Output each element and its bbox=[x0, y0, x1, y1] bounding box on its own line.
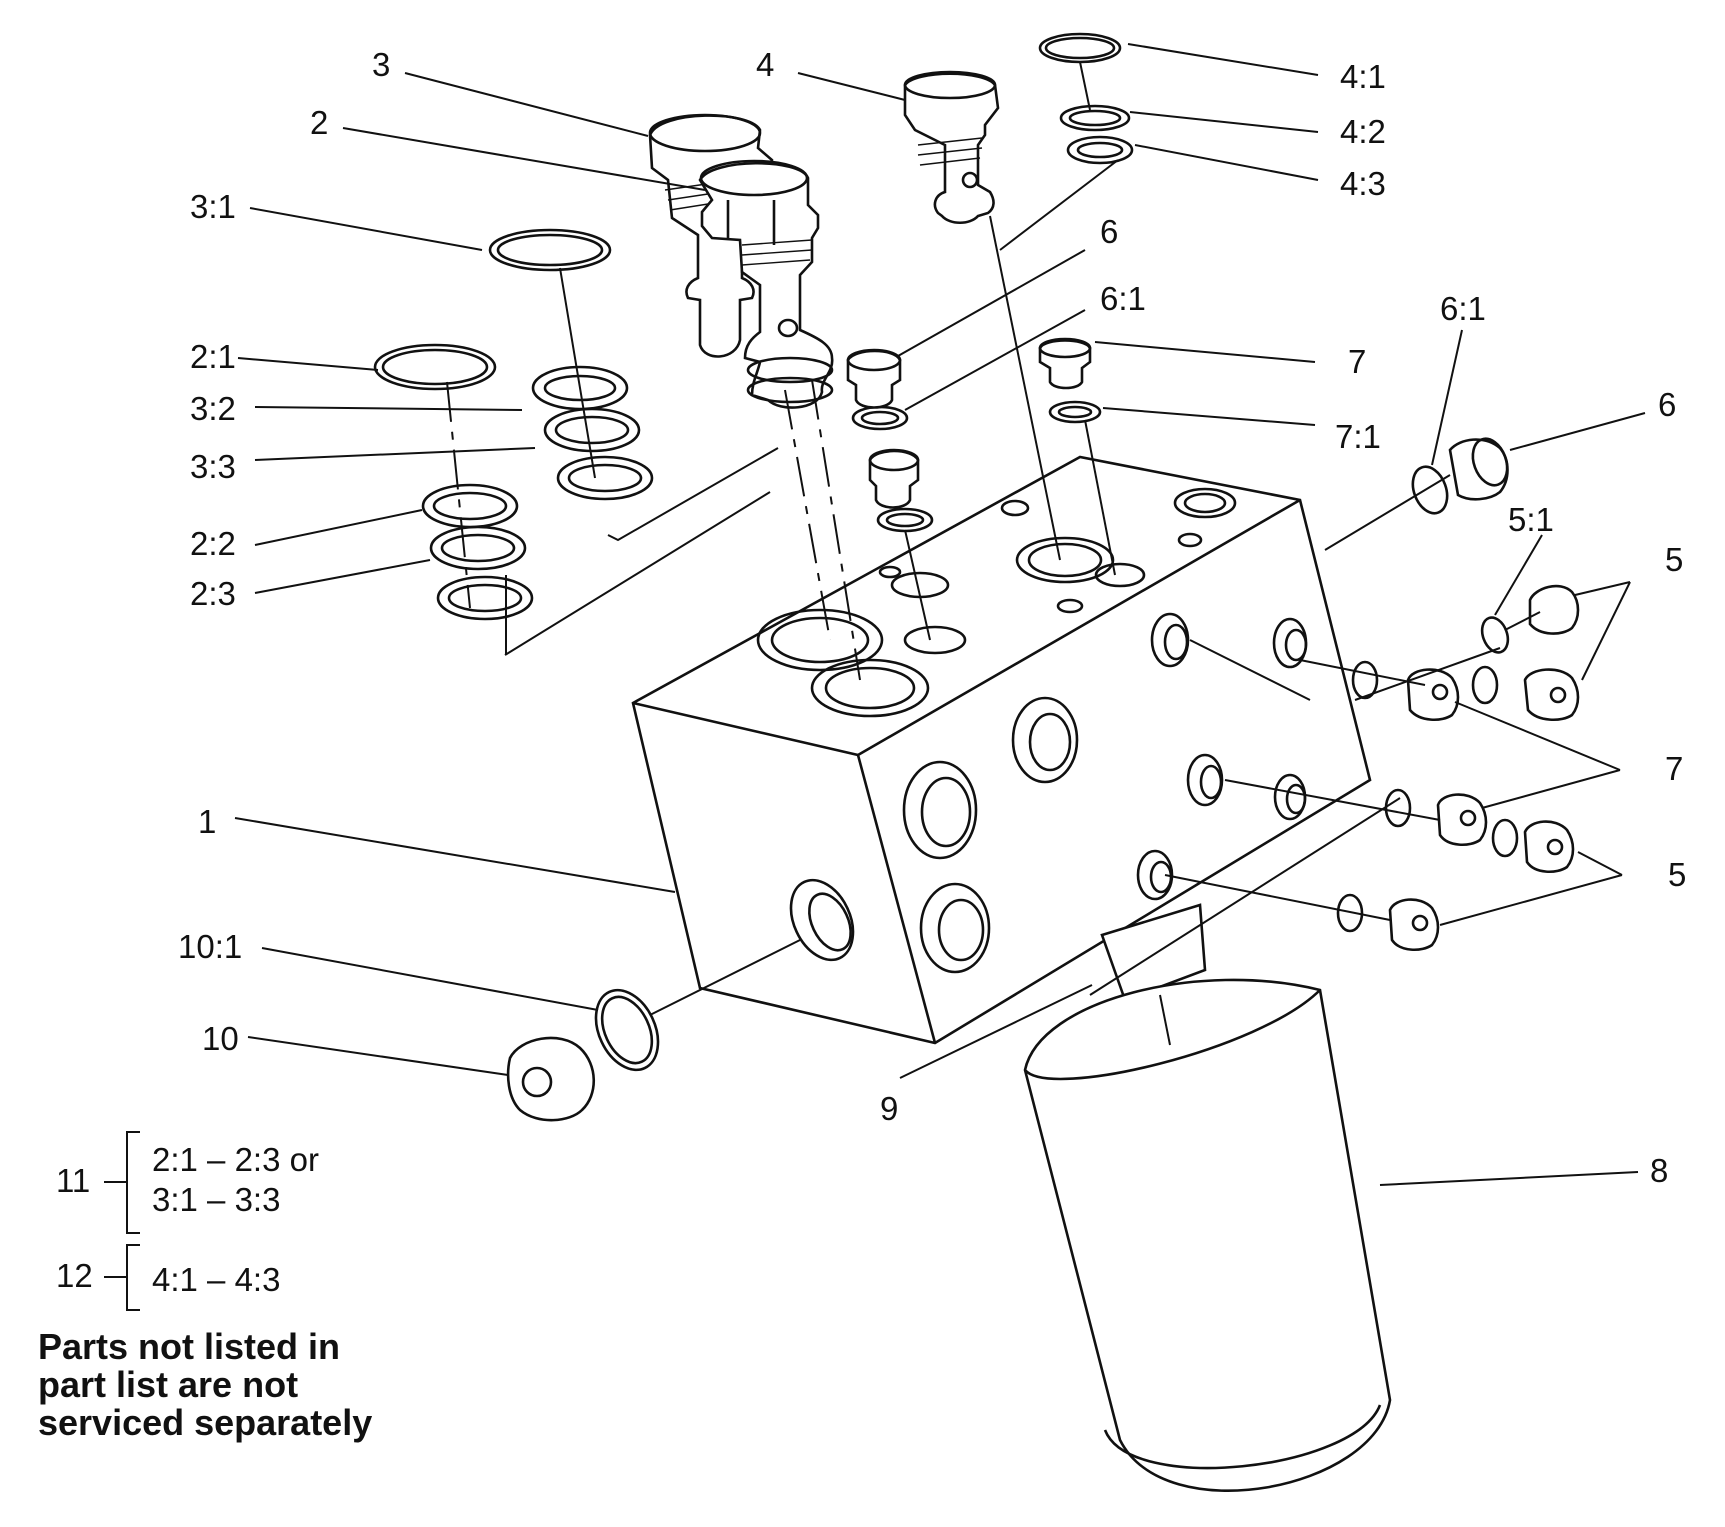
callout-9: 9 bbox=[880, 1090, 899, 1127]
callout-10-1: 10:1 bbox=[178, 928, 243, 965]
kit-11-number: 11 bbox=[56, 1162, 91, 1199]
manifold-block bbox=[631, 455, 1372, 1045]
callout-5-upper: 5 bbox=[1665, 541, 1684, 578]
callout-10: 10 bbox=[202, 1020, 239, 1057]
service-note-line-2: part list are not bbox=[38, 1364, 299, 1405]
callout-4-1: 4:1 bbox=[1340, 58, 1386, 95]
callout-7-lower: 7 bbox=[1665, 750, 1684, 787]
kit-12-number: 12 bbox=[56, 1257, 93, 1294]
callout-2-3: 2:3 bbox=[190, 575, 236, 612]
kit-11-line-1: 2:1 – 2:3 or bbox=[152, 1141, 319, 1178]
callout-5-1: 5:1 bbox=[1508, 501, 1554, 538]
callout-7-top: 7 bbox=[1348, 343, 1367, 380]
callout-6-1-top: 6:1 bbox=[1100, 280, 1146, 317]
callout-4-3: 4:3 bbox=[1340, 165, 1386, 202]
callout-7-1: 7:1 bbox=[1335, 418, 1381, 455]
callout-5-lower: 5 bbox=[1668, 856, 1687, 893]
callout-1: 1 bbox=[198, 803, 217, 840]
kit-11-line-2: 3:1 – 3:3 bbox=[152, 1181, 281, 1218]
filter-assembly bbox=[1023, 903, 1392, 1492]
seal-rings bbox=[373, 32, 1519, 1072]
callout-6-top: 6 bbox=[1100, 213, 1119, 250]
valve-4 bbox=[903, 70, 1000, 225]
callout-2-2: 2:2 bbox=[190, 525, 236, 562]
callout-2-1: 2:1 bbox=[190, 338, 236, 375]
service-note: Parts not listed in part list are not se… bbox=[38, 1328, 372, 1442]
plugs bbox=[506, 337, 1580, 1122]
callout-3: 3 bbox=[372, 46, 391, 83]
callout-8: 8 bbox=[1650, 1152, 1669, 1189]
leader-lines bbox=[234, 43, 1646, 1186]
service-note-line-3: serviced separately bbox=[38, 1402, 373, 1443]
service-note-line-1: Parts not listed in bbox=[38, 1326, 341, 1367]
callout-6-right: 6 bbox=[1658, 386, 1677, 423]
callout-4: 4 bbox=[756, 46, 775, 83]
centre-lines bbox=[446, 61, 1541, 1016]
callout-3-2: 3:2 bbox=[190, 390, 236, 427]
callout-4-2: 4:2 bbox=[1340, 113, 1386, 150]
callout-3-1: 3:1 bbox=[190, 188, 236, 225]
callout-2: 2 bbox=[310, 104, 329, 141]
kit-12-line-1: 4:1 – 4:3 bbox=[152, 1261, 281, 1298]
kit-brackets bbox=[104, 1131, 140, 1311]
cartridge-valve-2 bbox=[698, 159, 834, 409]
callout-3-3: 3:3 bbox=[190, 448, 236, 485]
callout-6-1-right: 6:1 bbox=[1440, 290, 1486, 327]
